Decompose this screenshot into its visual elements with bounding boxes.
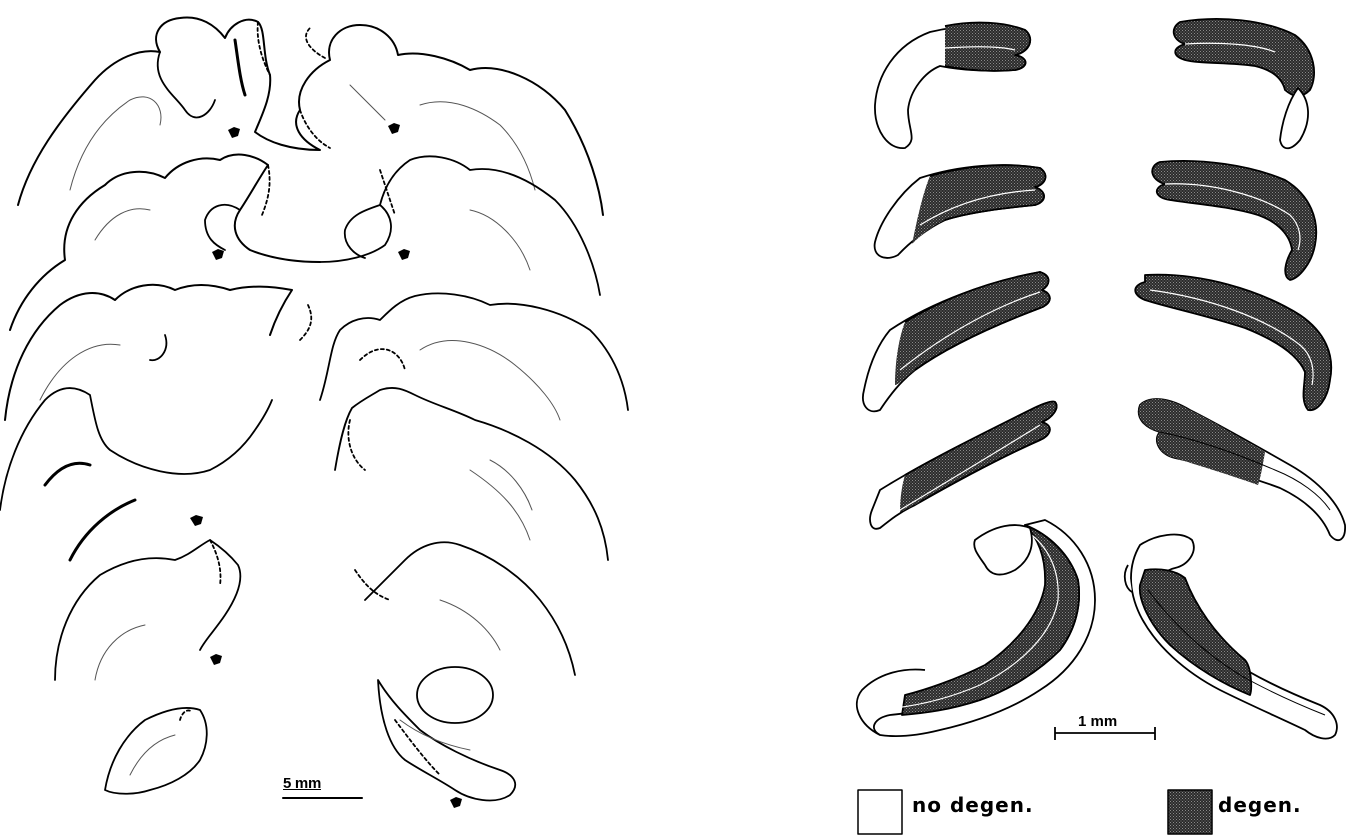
map-row-1-right xyxy=(1174,19,1314,148)
lesion-marker-1a xyxy=(228,127,240,138)
brain-section-5 xyxy=(55,540,575,680)
brain-sections-panel xyxy=(0,17,628,808)
degeneration-map-panel xyxy=(857,19,1345,834)
scale-bar-right-label: 1 mm xyxy=(1078,713,1117,730)
lesion-marker-4a xyxy=(190,515,203,526)
map-row-5-left xyxy=(857,520,1095,736)
map-row-1-left xyxy=(875,23,1030,149)
lesion-marker-6a xyxy=(450,797,462,808)
map-row-4-right xyxy=(1139,399,1345,540)
map-row-2-right xyxy=(1152,161,1316,280)
lesion-marker-1b xyxy=(388,123,400,134)
brain-section-4 xyxy=(0,388,608,560)
map-row-3-left xyxy=(863,272,1050,411)
map-row-5-right xyxy=(1125,535,1337,739)
lesion-marker-2a xyxy=(212,249,224,260)
map-row-4-left xyxy=(870,401,1056,528)
map-row-3-right xyxy=(1135,275,1331,411)
lesion-marker-2b xyxy=(398,249,410,260)
map-row-2-left xyxy=(875,165,1046,258)
legend-degen-label: degen. xyxy=(1218,793,1302,817)
brain-section-3 xyxy=(5,285,628,420)
lesion-marker-5a xyxy=(210,654,222,665)
scale-bar-left-label: 5 mm xyxy=(283,775,321,792)
legend-nodegen-swatch xyxy=(858,790,902,834)
legend-degen-swatch xyxy=(1168,790,1212,834)
legend-nodegen-label: no degen. xyxy=(912,793,1034,817)
